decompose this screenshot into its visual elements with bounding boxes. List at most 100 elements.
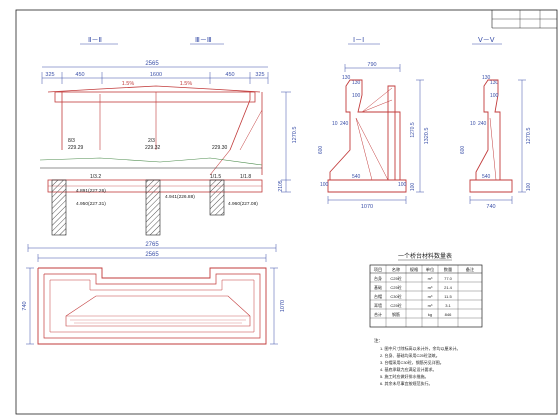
level-7: 4.960(227.08) bbox=[228, 201, 258, 207]
table-row: 基础 C25砼 m³ 21.4 bbox=[374, 284, 453, 290]
th-4: 单位 bbox=[426, 266, 434, 273]
cell: 77.0 bbox=[444, 276, 453, 281]
s1-base-width: 1070 bbox=[361, 204, 373, 210]
elev-dim-2: 450 bbox=[75, 72, 84, 78]
notes-title: 注： bbox=[374, 337, 383, 344]
cell: 11.5 bbox=[444, 294, 452, 299]
level-3: 229.30 bbox=[212, 145, 228, 151]
note-4: 4. 基底承载力应满足设计要求。 bbox=[380, 366, 436, 372]
label-slope-a: 1/3.2 bbox=[90, 174, 101, 180]
s1-dim-c: 130 bbox=[352, 80, 361, 86]
title-elevation-middle: Ⅲ－Ⅲ bbox=[195, 37, 212, 44]
cell: m³ bbox=[428, 276, 433, 281]
s1-dim-d: 100 bbox=[352, 93, 361, 99]
s1-height-base: 100 bbox=[410, 183, 416, 192]
elev-height-2: 2105 bbox=[278, 180, 284, 191]
cell: 台帽 bbox=[374, 293, 382, 299]
level-6: 4.941(226.88) bbox=[165, 194, 195, 200]
s1-dim-e: 10 bbox=[332, 121, 338, 127]
cell: 钢筋 bbox=[392, 311, 400, 317]
s1-top-width: 790 bbox=[367, 62, 376, 68]
cell: C25砼 bbox=[390, 302, 401, 308]
s1-dim-i: 100 bbox=[320, 182, 329, 188]
section-1-view: 790 130 130 100 10 240 600 540 100 100 1… bbox=[318, 62, 430, 210]
elev-dim-5: 325 bbox=[255, 72, 264, 78]
s2-dim-f: 600 bbox=[460, 146, 466, 155]
s1-dim-j: 100 bbox=[398, 182, 407, 188]
s2-dim-e: 240 bbox=[478, 121, 487, 127]
s2-dim-c: 100 bbox=[490, 93, 499, 99]
s1-height-body: 1270.5 bbox=[410, 122, 416, 138]
title-section-1: Ⅰ－Ⅰ bbox=[353, 37, 364, 44]
th-6: 备注 bbox=[466, 266, 475, 273]
s1-height-total: 1320.5 bbox=[424, 128, 430, 145]
cell: C25砼 bbox=[390, 284, 401, 290]
material-table: 一个桥台材料数量表 项目 名称 规格 单位 数量 备注 台身 C25砼 m³ 7… bbox=[369, 252, 483, 328]
note-1: 1. 图中尺寸除标高以米计外，余均以厘米计。 bbox=[380, 345, 460, 351]
s2-dim-g: 540 bbox=[482, 174, 491, 180]
elev-dim-4: 450 bbox=[225, 72, 234, 78]
notes: 注： 1. 图中尺寸除标高以米计外，余均以厘米计。 2. 台身、基础均采用C25… bbox=[374, 337, 460, 386]
cell: 耳墙 bbox=[374, 302, 382, 308]
s1-dim-h: 540 bbox=[352, 174, 361, 180]
plan-view: 2765 2565 740 1070 bbox=[22, 242, 286, 345]
note-5: 5. 施工时应做好排水措施。 bbox=[380, 373, 428, 379]
cell: m³ bbox=[428, 285, 433, 290]
note-2: 2. 台身、基础均采用C25砼浇筑。 bbox=[380, 352, 440, 358]
table-row: 台帽 C30砼 m³ 11.5 bbox=[374, 293, 453, 299]
drawing-frame bbox=[15, 9, 558, 415]
s2-dim-d: 10 bbox=[470, 121, 476, 127]
piles bbox=[51, 179, 225, 236]
table-row: 台身 C25砼 m³ 77.0 bbox=[374, 275, 453, 281]
view-titles: Ⅱ－Ⅱ Ⅲ－Ⅲ Ⅰ－Ⅰ Ⅴ－Ⅴ bbox=[80, 37, 502, 45]
th-3: 规格 bbox=[410, 266, 419, 273]
cell: 846 bbox=[445, 312, 452, 317]
table-row: 耳墙 C25砼 m³ 3.1 bbox=[374, 302, 452, 308]
level-5: 4.950(227.31) bbox=[76, 201, 106, 207]
s2-dim-b: 130 bbox=[490, 80, 499, 86]
cell: kg bbox=[428, 312, 432, 317]
level-1: 229.29 bbox=[68, 145, 84, 151]
table-row: 合计 钢筋 kg 846 bbox=[374, 311, 452, 317]
th-2: 名称 bbox=[392, 266, 400, 273]
level-label-1: 8/3 bbox=[68, 138, 75, 144]
title-section-2: Ⅴ－Ⅴ bbox=[478, 37, 495, 44]
elev-dim-3: 1600 bbox=[150, 72, 162, 78]
cell: 基础 bbox=[374, 284, 382, 290]
cell: 21.4 bbox=[444, 285, 453, 290]
elevation-view: 2565 325 450 1600 450 325 1.5% 1.5% 8/3 … bbox=[39, 61, 298, 236]
level-label-2: 2/3 bbox=[148, 138, 155, 144]
title-elevation-left: Ⅱ－Ⅱ bbox=[88, 37, 102, 44]
s1-dim-b: 130 bbox=[342, 75, 351, 81]
section-2-view: 130 130 100 10 240 600 540 1270.5 100 74… bbox=[460, 75, 532, 210]
elev-height-1: 1270.5 bbox=[292, 127, 298, 144]
th-5: 数量 bbox=[444, 266, 452, 273]
s1-dim-g: 600 bbox=[318, 146, 324, 155]
slope-right: 1.5% bbox=[180, 81, 193, 87]
plan-side-right: 1070 bbox=[280, 300, 286, 312]
plan-width-outer: 2765 bbox=[145, 242, 159, 248]
plan-width-inner: 2565 bbox=[145, 252, 159, 258]
s2-height-base: 100 bbox=[526, 183, 532, 192]
s2-base-width: 740 bbox=[486, 204, 495, 210]
cell: 台身 bbox=[374, 275, 382, 281]
s2-height: 1270.5 bbox=[526, 128, 532, 145]
level-4: 4.891(227.26) bbox=[76, 188, 106, 194]
label-slope-c: 1/1.8 bbox=[240, 174, 251, 180]
cell: C25砼 bbox=[390, 275, 401, 281]
th-1: 项目 bbox=[374, 267, 382, 273]
plan-side-left: 740 bbox=[22, 301, 28, 310]
label-slope-b: 1/1.5 bbox=[210, 174, 221, 180]
cell: C30砼 bbox=[390, 293, 401, 299]
s2-dim-a: 130 bbox=[482, 75, 491, 81]
slope-left: 1.5% bbox=[122, 81, 135, 87]
cell: m³ bbox=[428, 294, 433, 299]
note-3: 3. 台帽采用C30砼，钢筋另见详图。 bbox=[380, 359, 444, 365]
s1-dim-f: 240 bbox=[340, 121, 349, 127]
table-title: 一个桥台材料数量表 bbox=[398, 252, 452, 260]
note-6: 6. 其余未尽事宜按规范执行。 bbox=[380, 380, 432, 386]
elev-dim-1: 325 bbox=[45, 72, 54, 78]
level-2: 229.32 bbox=[145, 145, 161, 151]
cell: m³ bbox=[428, 303, 433, 308]
